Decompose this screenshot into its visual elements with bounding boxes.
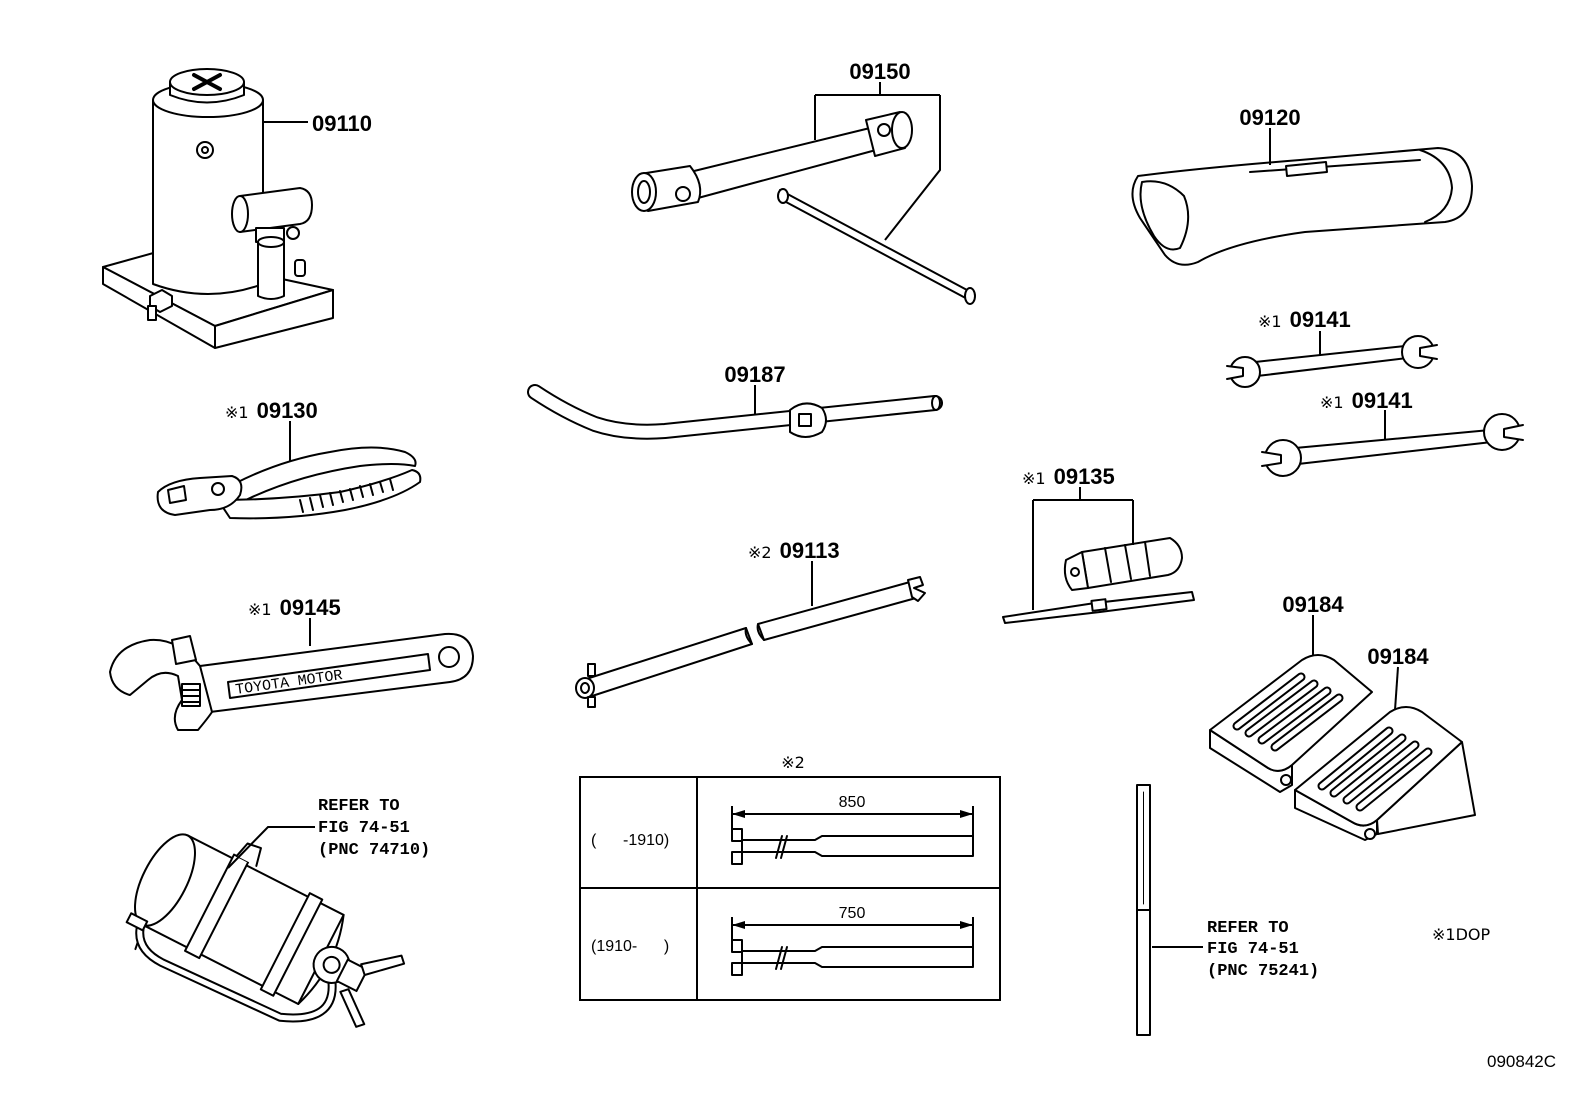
part-number-09120[interactable]: 09120: [1239, 105, 1300, 130]
reference-line: REFER TO: [1207, 919, 1289, 938]
extension-bar: [575, 576, 926, 708]
leader-ref-74710: [227, 826, 315, 869]
figure-id: 090842C: [1487, 1052, 1556, 1071]
part-number-09184-a[interactable]: 09184: [1282, 592, 1344, 617]
part-number-09135[interactable]: ※1 09135: [1022, 464, 1115, 489]
part-number-09141-b[interactable]: ※1 09141: [1320, 388, 1413, 413]
open-end-wrench-large: [1261, 413, 1524, 477]
screwdriver: [1002, 537, 1195, 624]
part-number-09113[interactable]: ※2 09113: [748, 538, 840, 563]
dop-mark: ※1: [1258, 312, 1282, 331]
part-number-09184-b[interactable]: 09184: [1367, 644, 1429, 669]
part-number-value[interactable]: 09145: [280, 595, 341, 620]
handle-bar: [527, 384, 943, 440]
dop-mark: ※1: [225, 403, 249, 422]
reference-note-extinguisher: REFER TO FIG 74-51 (PNC 74710): [318, 797, 430, 860]
legend-text: DOP: [1456, 925, 1491, 944]
reference-figure[interactable]: FIG 74-51: [318, 819, 410, 838]
reference-pnc: (PNC 75241): [1207, 962, 1319, 981]
dimension-table: ( -1910) 850 (1910- ) 750: [579, 776, 1001, 1001]
pliers: [156, 446, 422, 520]
dop-mark: ※1: [1022, 469, 1046, 488]
note-mark: ※2: [748, 543, 772, 562]
reference-figure[interactable]: FIG 74-51: [1207, 940, 1299, 959]
bottle-jack: [102, 68, 334, 349]
dop-mark: ※1: [1320, 393, 1344, 412]
part-number-09141-a[interactable]: ※1 09141: [1258, 307, 1351, 332]
part-number-value[interactable]: 09113: [780, 538, 840, 563]
adjustable-wrench: [109, 632, 474, 731]
period-label: (1910- ): [591, 938, 669, 955]
part-number-09187[interactable]: 09187: [724, 362, 785, 387]
leader-09150: [814, 82, 941, 241]
open-end-wrench-small: [1226, 335, 1438, 388]
length-value: 850: [839, 794, 866, 811]
table-note-mark: ※2: [781, 753, 805, 772]
lug-wrench: [631, 111, 913, 212]
wheel-chock-rear-ridges: [1317, 726, 1433, 812]
wheel-chock-front-ridges: [1232, 672, 1344, 752]
rod: [1136, 784, 1151, 1036]
part-number-value[interactable]: 09141: [1290, 307, 1351, 332]
part-number-09130[interactable]: ※1 09130: [225, 398, 318, 423]
part-number-value[interactable]: 09130: [257, 398, 318, 423]
length-value: 750: [839, 905, 866, 922]
part-number-09110[interactable]: 09110: [312, 111, 372, 136]
reference-pnc: (PNC 74710): [318, 841, 430, 860]
tool-bag: [1131, 147, 1473, 266]
leader-09135: [1032, 487, 1134, 610]
table-row: ( -1910) 850: [591, 794, 974, 865]
part-number-09145[interactable]: ※1 09145: [248, 595, 341, 620]
lug-wrench-bar: [777, 188, 976, 305]
part-number-09150[interactable]: 09150: [849, 59, 910, 84]
fire-extinguisher: [125, 833, 406, 1028]
leader-09184-b: [1394, 666, 1399, 711]
dop-mark: ※1: [248, 600, 272, 619]
legend-mark: ※1: [1432, 925, 1456, 944]
period-label: ( -1910): [591, 832, 669, 849]
part-number-value[interactable]: 09141: [1352, 388, 1413, 413]
reference-line: REFER TO: [318, 797, 400, 816]
reference-note-rod: REFER TO FIG 74-51 (PNC 75241): [1207, 919, 1319, 981]
table-row: (1910- ) 750: [591, 905, 974, 976]
legend-dop: ※1DOP: [1432, 925, 1491, 944]
part-number-value[interactable]: 09135: [1054, 464, 1115, 489]
